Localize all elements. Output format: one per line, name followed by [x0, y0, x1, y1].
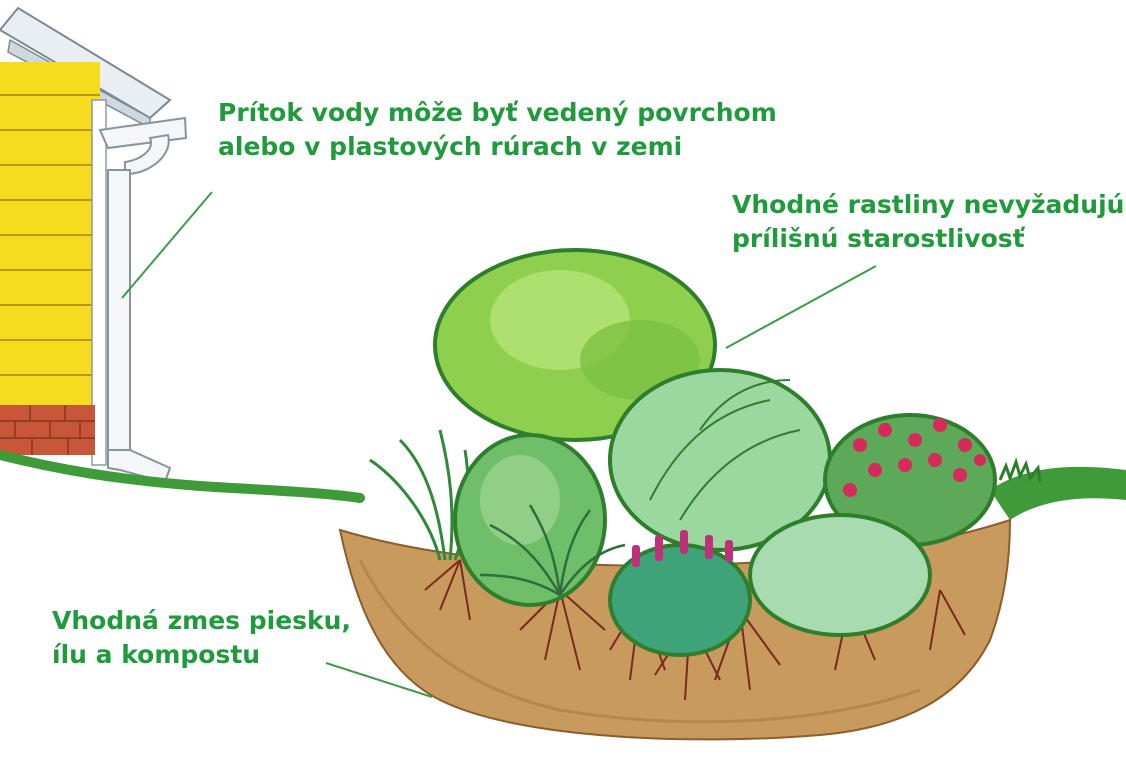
gutter-downspout [100, 118, 186, 482]
label-soil: Vhodná zmes piesku, ílu a kompostu [52, 604, 351, 672]
label-soil-line2: ílu a kompostu [52, 638, 351, 672]
low-fern [750, 515, 930, 635]
label-soil-line1: Vhodná zmes piesku, [52, 604, 351, 638]
label-water-inflow-line2: alebo v plastových rúrach v zemi [218, 130, 777, 164]
house [0, 8, 170, 465]
label-plants: Vhodné rastliny nevyžadujú prílišnú star… [732, 188, 1124, 256]
ornamental-grass [370, 430, 468, 560]
label-water-inflow-line1: Prítok vody môže byť vedený povrchom [218, 96, 777, 130]
leader-line-plants [726, 266, 876, 348]
label-plants-line2: prílišnú starostlivosť [732, 222, 1124, 256]
label-water-inflow: Prítok vody môže byť vedený povrchom ale… [218, 96, 777, 164]
leader-line-water [122, 192, 212, 298]
label-plants-line1: Vhodné rastliny nevyžadujú [732, 188, 1124, 222]
